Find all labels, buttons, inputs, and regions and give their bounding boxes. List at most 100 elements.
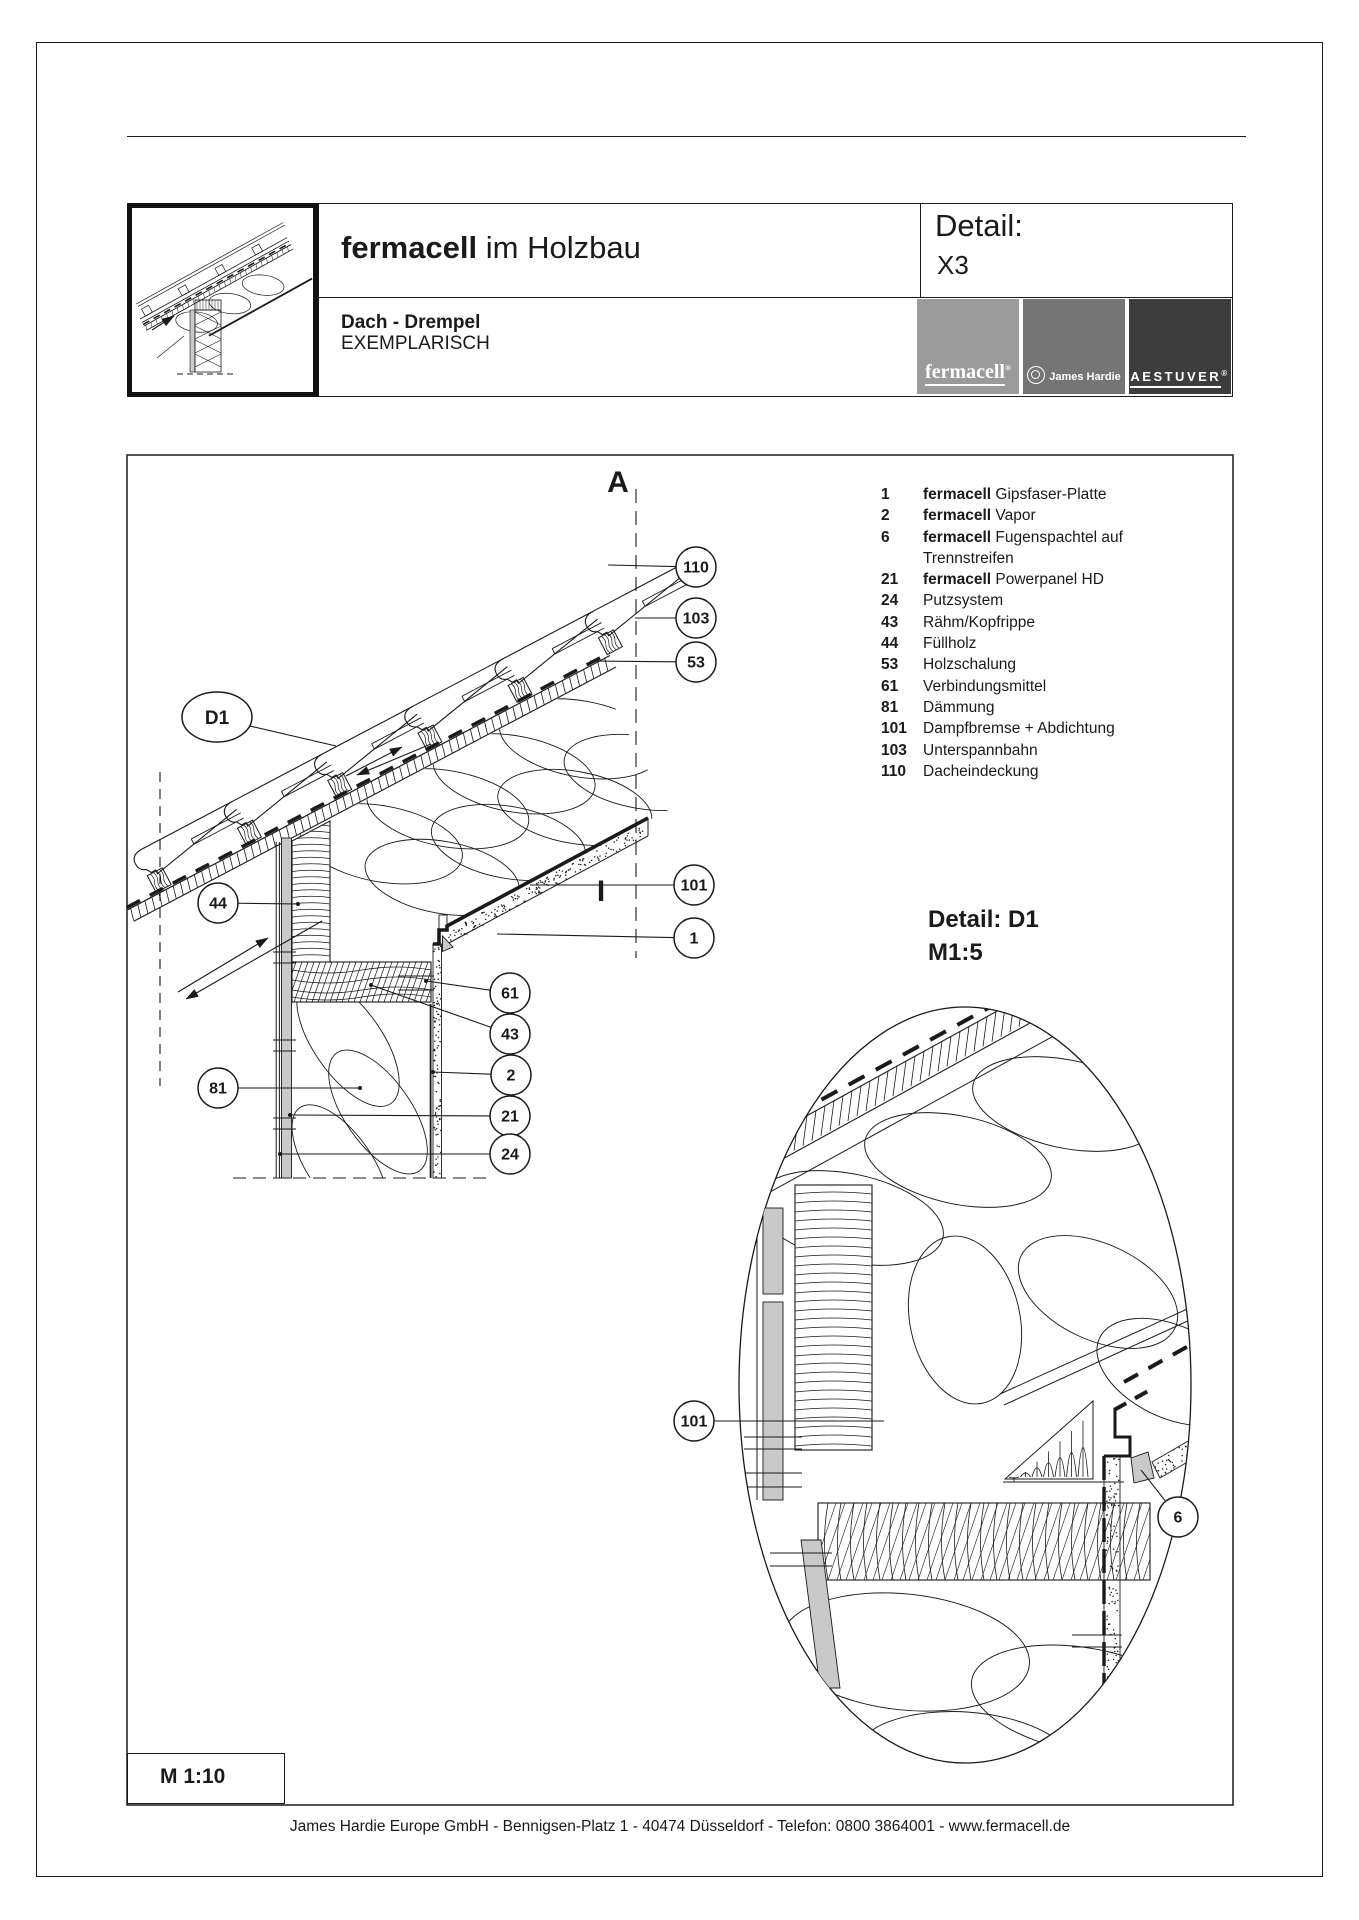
legend-item-text: Vapor bbox=[995, 507, 1036, 525]
svg-text:44: 44 bbox=[209, 896, 227, 913]
callout-24: 24 bbox=[278, 1133, 531, 1175]
legend-item-103: 103 Unterspannbahn bbox=[881, 740, 1181, 761]
legend-item-number: 103 bbox=[881, 741, 907, 759]
header-thumbnail-box bbox=[127, 203, 318, 397]
legend-item-number: 61 bbox=[881, 677, 899, 695]
callout-101: 101 bbox=[530, 864, 715, 906]
top-rule-line bbox=[127, 136, 1246, 137]
legend-item-110: 110 Dacheindeckung bbox=[881, 761, 1181, 782]
legend-item-number: 1 bbox=[881, 486, 890, 503]
legend-item-brand: fermacell bbox=[923, 507, 996, 525]
svg-text:103: 103 bbox=[683, 611, 710, 628]
subtitle-block: Dach - Drempel EXEMPLARISCH bbox=[341, 312, 490, 354]
legend-item-number: 43 bbox=[881, 613, 899, 631]
james-hardie-logo-text: James Hardie bbox=[1049, 371, 1121, 383]
footer-address-line: James Hardie Europe GmbH - Bennigsen-Pla… bbox=[289, 1818, 1071, 1835]
svg-text:61: 61 bbox=[501, 986, 519, 1003]
callout-101: 101 bbox=[673, 1400, 884, 1442]
legend-item-text: Powerpanel HD bbox=[995, 571, 1104, 589]
james-hardie-flower-icon bbox=[1027, 366, 1046, 384]
callout-2: 2 bbox=[431, 1054, 532, 1096]
svg-text:53: 53 bbox=[687, 655, 705, 672]
svg-text:2: 2 bbox=[507, 1068, 516, 1085]
header-thumbnail-drawing bbox=[136, 222, 313, 375]
legend-item-text: Putzsystem bbox=[923, 592, 1004, 610]
svg-text:21: 21 bbox=[501, 1109, 519, 1126]
legend-item-number: 44 bbox=[881, 635, 899, 653]
drawing-frame bbox=[126, 454, 1234, 1806]
page-border bbox=[36, 42, 1323, 1877]
callout-81: 81 bbox=[197, 1067, 362, 1109]
scale-box: M 1:10 bbox=[127, 1753, 285, 1804]
legend-item-text: Unterspannbahn bbox=[923, 741, 1038, 759]
callout-53: 53 bbox=[589, 641, 717, 683]
section-label-i: I bbox=[597, 875, 605, 908]
legend-item-text: Holzschalung bbox=[923, 656, 1017, 674]
header-row-title: fermacell im Holzbau Detail: X3 bbox=[319, 204, 1232, 298]
james-hardie-logo: James Hardie bbox=[1023, 299, 1125, 394]
legend-item-number: 81 bbox=[881, 698, 899, 716]
detail-d1-oval bbox=[738, 1006, 1192, 1764]
detail-d1-scale: M1:5 bbox=[928, 939, 983, 966]
legend-item-81: 81 Dämmung bbox=[881, 697, 1181, 718]
legend-item-21: 21 fermacell Powerpanel HD bbox=[881, 569, 1181, 590]
legend-item-number: 6 bbox=[881, 528, 890, 546]
page-title: fermacell im Holzbau bbox=[341, 230, 641, 266]
detail-label: Detail: bbox=[935, 208, 1023, 243]
detail-cell: Detail: X3 bbox=[920, 204, 1232, 298]
detail-d1-drawing bbox=[739, 1007, 1191, 1763]
legend-item-text: Dämmung bbox=[923, 698, 995, 716]
callout-44: 44 bbox=[197, 882, 300, 924]
legend-item-text: Verbindungsmittel bbox=[923, 677, 1047, 695]
aestuver-logo: AESTUVER® bbox=[1129, 299, 1231, 394]
legend-item-text: Dampfbremse + Abdichtung bbox=[923, 720, 1115, 738]
legend-item-brand: fermacell bbox=[923, 571, 996, 589]
legend-item-1: 1 fermacell Gipsfaser-Platte bbox=[881, 484, 1181, 505]
svg-text:D1: D1 bbox=[205, 708, 230, 729]
legend-item-24: 24 Putzsystem bbox=[881, 590, 1181, 611]
detail-code: X3 bbox=[937, 250, 969, 280]
legend-item-number: 21 bbox=[881, 571, 899, 589]
legend-item-brand: fermacell bbox=[923, 528, 996, 546]
drawing-subtitle-qualifier: EXEMPLARISCH bbox=[341, 333, 490, 354]
drawing-subtitle: Dach - Drempel bbox=[341, 312, 481, 333]
main-section-view: A I D1 110 103 53 101 1 44 81 61 43 2 21 24 bbox=[125, 466, 717, 1179]
detail-ref-d1: D1 bbox=[181, 691, 337, 747]
legend-item-number: 24 bbox=[881, 592, 899, 610]
legend-item-text: Fugenspachtel auf Trennstreifen bbox=[923, 528, 1123, 567]
svg-text:6: 6 bbox=[1174, 1510, 1183, 1527]
legend-item-6: 6 fermacell Fugenspachtel auf Trennstreif… bbox=[881, 527, 1181, 570]
svg-text:81: 81 bbox=[209, 1081, 227, 1098]
svg-text:43: 43 bbox=[501, 1027, 519, 1044]
svg-text:101: 101 bbox=[681, 878, 708, 895]
svg-text:1: 1 bbox=[690, 931, 699, 948]
legend-item-number: 53 bbox=[881, 656, 899, 674]
fermacell-logo: fermacell® bbox=[917, 299, 1019, 394]
legend-item-number: 110 bbox=[881, 762, 907, 780]
callout-43: 43 bbox=[369, 983, 531, 1055]
detail-d1-title-block: Detail: D1 M1:5 bbox=[928, 903, 1039, 969]
legend-item-text: Füllholz bbox=[923, 635, 977, 653]
callout-61: 61 bbox=[424, 972, 531, 1014]
callout-21: 21 bbox=[288, 1095, 531, 1137]
knee-wall bbox=[273, 820, 454, 1179]
page-title-brand: fermacell bbox=[341, 230, 478, 265]
callout-103: 103 bbox=[635, 597, 717, 639]
svg-text:24: 24 bbox=[501, 1147, 519, 1164]
legend-item-text: Dacheindeckung bbox=[923, 762, 1039, 780]
scale-box-label: M 1:10 bbox=[160, 1765, 226, 1788]
legend-item-53: 53 Holzschalung bbox=[881, 654, 1181, 675]
callout-110: 110 bbox=[607, 546, 717, 588]
legend-item-brand: fermacell bbox=[923, 486, 996, 503]
legend-item-text: Gipsfaser-Platte bbox=[995, 486, 1107, 503]
section-label-a: A bbox=[607, 466, 629, 499]
legend-item-44: 44 Füllholz bbox=[881, 633, 1181, 654]
page-title-rest: im Holzbau bbox=[477, 230, 641, 265]
svg-text:110: 110 bbox=[683, 560, 709, 577]
brand-logo-strip: fermacell® James Hardie AESTUVER® bbox=[917, 299, 1231, 394]
